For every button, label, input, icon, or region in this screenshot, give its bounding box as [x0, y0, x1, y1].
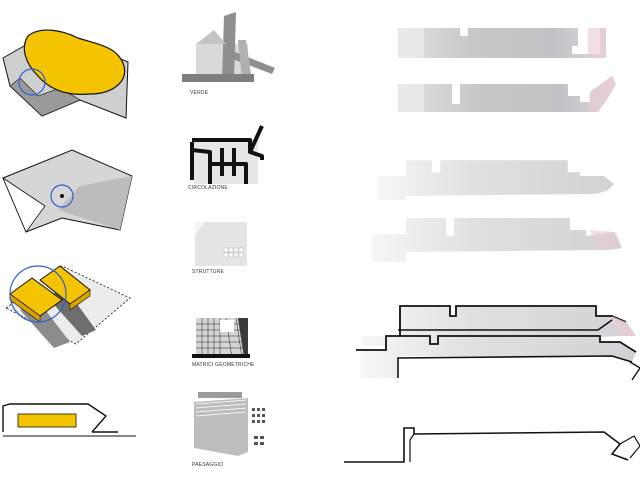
label-paesaggio: PAESAGGIO — [192, 462, 223, 468]
section-row-3 — [378, 160, 614, 200]
label-circolazione: CIRCOLAZIONE — [188, 185, 228, 191]
section-row-7 — [344, 428, 640, 462]
label-strutture: STRUTTURE — [192, 269, 224, 275]
section-row-2 — [398, 76, 616, 112]
layer-paesaggio-drawing — [194, 392, 265, 456]
concept-strutture-diagram — [6, 266, 130, 348]
concept-verde-diagram — [3, 30, 128, 118]
layer-verde-drawing — [182, 12, 275, 82]
layer-matrici-drawing — [192, 318, 250, 358]
section-row-1 — [398, 28, 606, 58]
section-row-6 — [356, 336, 640, 380]
concept-section-diagram — [3, 404, 136, 436]
concept-circolazione-diagram — [3, 150, 132, 232]
section-row-4 — [372, 218, 622, 262]
label-verde: VERDE — [190, 90, 208, 96]
layer-circolazione-drawing — [192, 126, 262, 184]
label-matrici-geometriche: MATRICI GEOMETRICHE — [192, 362, 255, 368]
layer-strutture-drawing — [195, 222, 247, 266]
